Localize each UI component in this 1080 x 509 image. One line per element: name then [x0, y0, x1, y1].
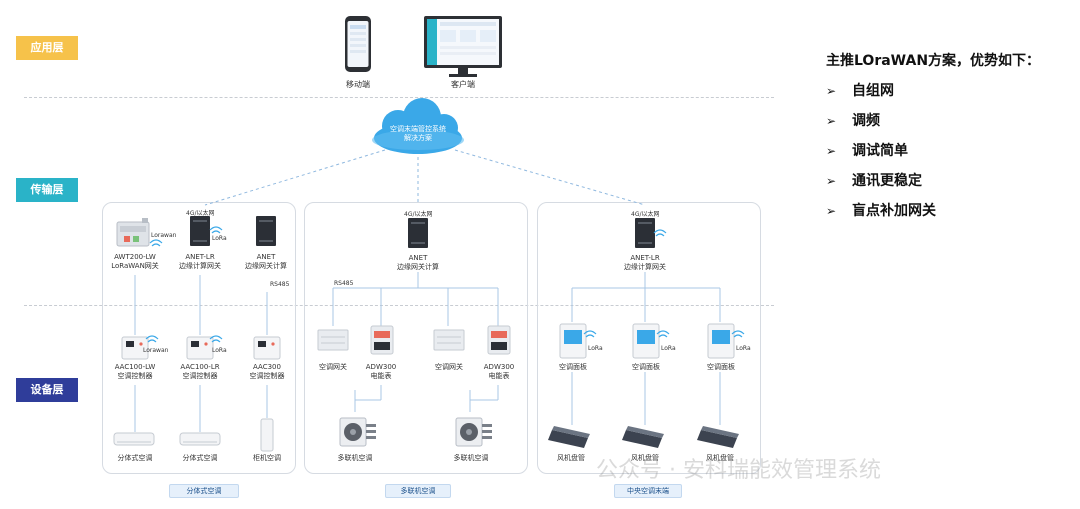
controller-desc: 空调控制器 — [249, 372, 285, 380]
layer-divider — [24, 97, 774, 98]
arrow-icon: ➢ — [826, 144, 837, 158]
panel-label: 空调面板 — [559, 363, 587, 371]
energy-meter-icon — [370, 325, 394, 355]
anet-gateway-icon — [256, 216, 276, 246]
arrow-icon: ➢ — [826, 114, 837, 128]
advantage-item: ➢调频 — [826, 113, 880, 129]
rs485-label: RS485 — [334, 280, 354, 287]
group-footer-split: 分体式空调 — [169, 484, 239, 498]
controller-model: AAC300 — [253, 363, 281, 371]
controller-model: AAC100-LW — [114, 363, 156, 371]
device-desc: 电能表 — [488, 372, 510, 380]
client-label: 客户端 — [451, 80, 475, 89]
fan-coil-unit-icon — [697, 426, 739, 448]
gateway-desc: 边缘计算网关 — [624, 263, 666, 271]
controller-desc: 空调控制器 — [182, 372, 218, 380]
advantage-item: ➢调试简单 — [826, 143, 908, 159]
anet-lr-gateway-icon — [635, 218, 655, 248]
lora-badge: LoRa — [212, 235, 227, 242]
lorawan-badge: Lorawan — [151, 232, 177, 239]
controller-desc: 空调控制器 — [117, 372, 153, 380]
panel-label: 空调面板 — [707, 363, 735, 371]
gateway-model: ANET-LR — [185, 253, 215, 261]
rs485-label: RS485 — [270, 281, 290, 288]
unit-label: 风机盘管 — [631, 454, 659, 462]
lora-badge: LoRa — [661, 345, 676, 352]
layer-tag-transport: 传输层 — [16, 178, 78, 202]
ac-gateway-icon — [317, 329, 349, 351]
controller-model: AAC100-LR — [180, 363, 220, 371]
gateway-model: ANET — [256, 253, 276, 261]
layer-tag-application: 应用层 — [16, 36, 78, 60]
cloud-title: 空调末端管控系统 — [390, 125, 446, 133]
energy-meter-icon — [487, 325, 511, 355]
gateway-model: ANET — [408, 254, 428, 262]
group-footer-vrf: 多联机空调 — [385, 484, 451, 498]
lora-badge: LoRa — [736, 345, 751, 352]
unit-label: 多联机空调 — [337, 454, 373, 462]
ac-panel-icon — [632, 323, 660, 359]
unit-label: 分体式空调 — [117, 454, 153, 462]
panel-label: 空调面板 — [632, 363, 660, 371]
device-label: 空调网关 — [319, 363, 347, 371]
fan-coil-unit-icon — [548, 426, 590, 448]
anet-lr-gateway-icon — [190, 216, 210, 246]
mobile-label: 移动端 — [346, 80, 370, 89]
gateway-desc: 边缘计算网关 — [179, 262, 221, 270]
gateway-model: ANET-LR — [630, 254, 660, 262]
controller-icon — [186, 336, 214, 360]
split-ac-unit-icon — [113, 432, 155, 446]
arrow-icon: ➢ — [826, 204, 837, 218]
vrf-ac-unit-icon — [339, 417, 376, 447]
cabinet-ac-unit-icon — [260, 418, 274, 452]
cloud-icon — [372, 98, 464, 154]
network-label: 4G/以太网 — [631, 211, 660, 218]
ac-panel-icon — [559, 323, 587, 359]
advantage-item: ➢盲点补加网关 — [826, 203, 936, 219]
layer-tag-device: 设备层 — [16, 378, 78, 402]
layer-divider — [24, 305, 774, 306]
advantage-item: ➢通讯更稳定 — [826, 173, 922, 189]
network-label: 4G/以太网 — [186, 210, 215, 217]
controller-icon — [121, 336, 149, 360]
awt200-gateway-icon — [116, 218, 150, 247]
anet-gateway-icon — [408, 218, 428, 248]
group-box-vrf — [304, 202, 528, 474]
gateway-desc: LoRaWAN网关 — [111, 262, 159, 270]
vrf-ac-unit-icon — [455, 417, 492, 447]
ac-panel-icon — [707, 323, 735, 359]
gateway-model: AWT200-LW — [114, 253, 156, 261]
unit-label: 风机盘管 — [557, 454, 585, 462]
unit-label: 柜机空调 — [253, 454, 281, 462]
device-label: 空调网关 — [435, 363, 463, 371]
ac-gateway-icon — [433, 329, 465, 351]
controller-icon — [253, 336, 281, 360]
device-desc: 电能表 — [370, 372, 392, 380]
unit-label: 分体式空调 — [182, 454, 218, 462]
group-footer-central: 中央空调末端 — [614, 484, 682, 498]
group-box-central — [537, 202, 761, 474]
mobile-phone-icon — [345, 16, 371, 72]
arrow-icon: ➢ — [826, 84, 837, 98]
device-model: ADW300 — [365, 363, 397, 371]
unit-label: 多联机空调 — [453, 454, 489, 462]
arrow-icon: ➢ — [826, 174, 837, 188]
advantages-title: 主推LOraWAN方案，优势如下： — [826, 53, 1041, 69]
fan-coil-unit-icon — [622, 426, 664, 448]
split-ac-unit-icon — [179, 432, 221, 446]
group-box-split — [102, 202, 296, 474]
gateway-desc: 边缘网关计算 — [245, 262, 287, 270]
network-label: 4G/以太网 — [404, 211, 433, 218]
gateway-desc: 边缘网关计算 — [397, 263, 439, 271]
cloud-subtitle: 解决方案 — [404, 134, 432, 142]
lora-badge: LoRa — [588, 345, 603, 352]
unit-label: 风机盘管 — [706, 454, 734, 462]
device-model: ADW300 — [483, 363, 515, 371]
lora-badge: LoRa — [212, 347, 227, 354]
desktop-monitor-icon — [424, 16, 502, 77]
advantage-item: ➢自组网 — [826, 83, 894, 99]
watermark: 公众号 · 安科瑞能效管理系统 — [596, 458, 881, 483]
lorawan-badge: Lorawan — [143, 347, 169, 354]
